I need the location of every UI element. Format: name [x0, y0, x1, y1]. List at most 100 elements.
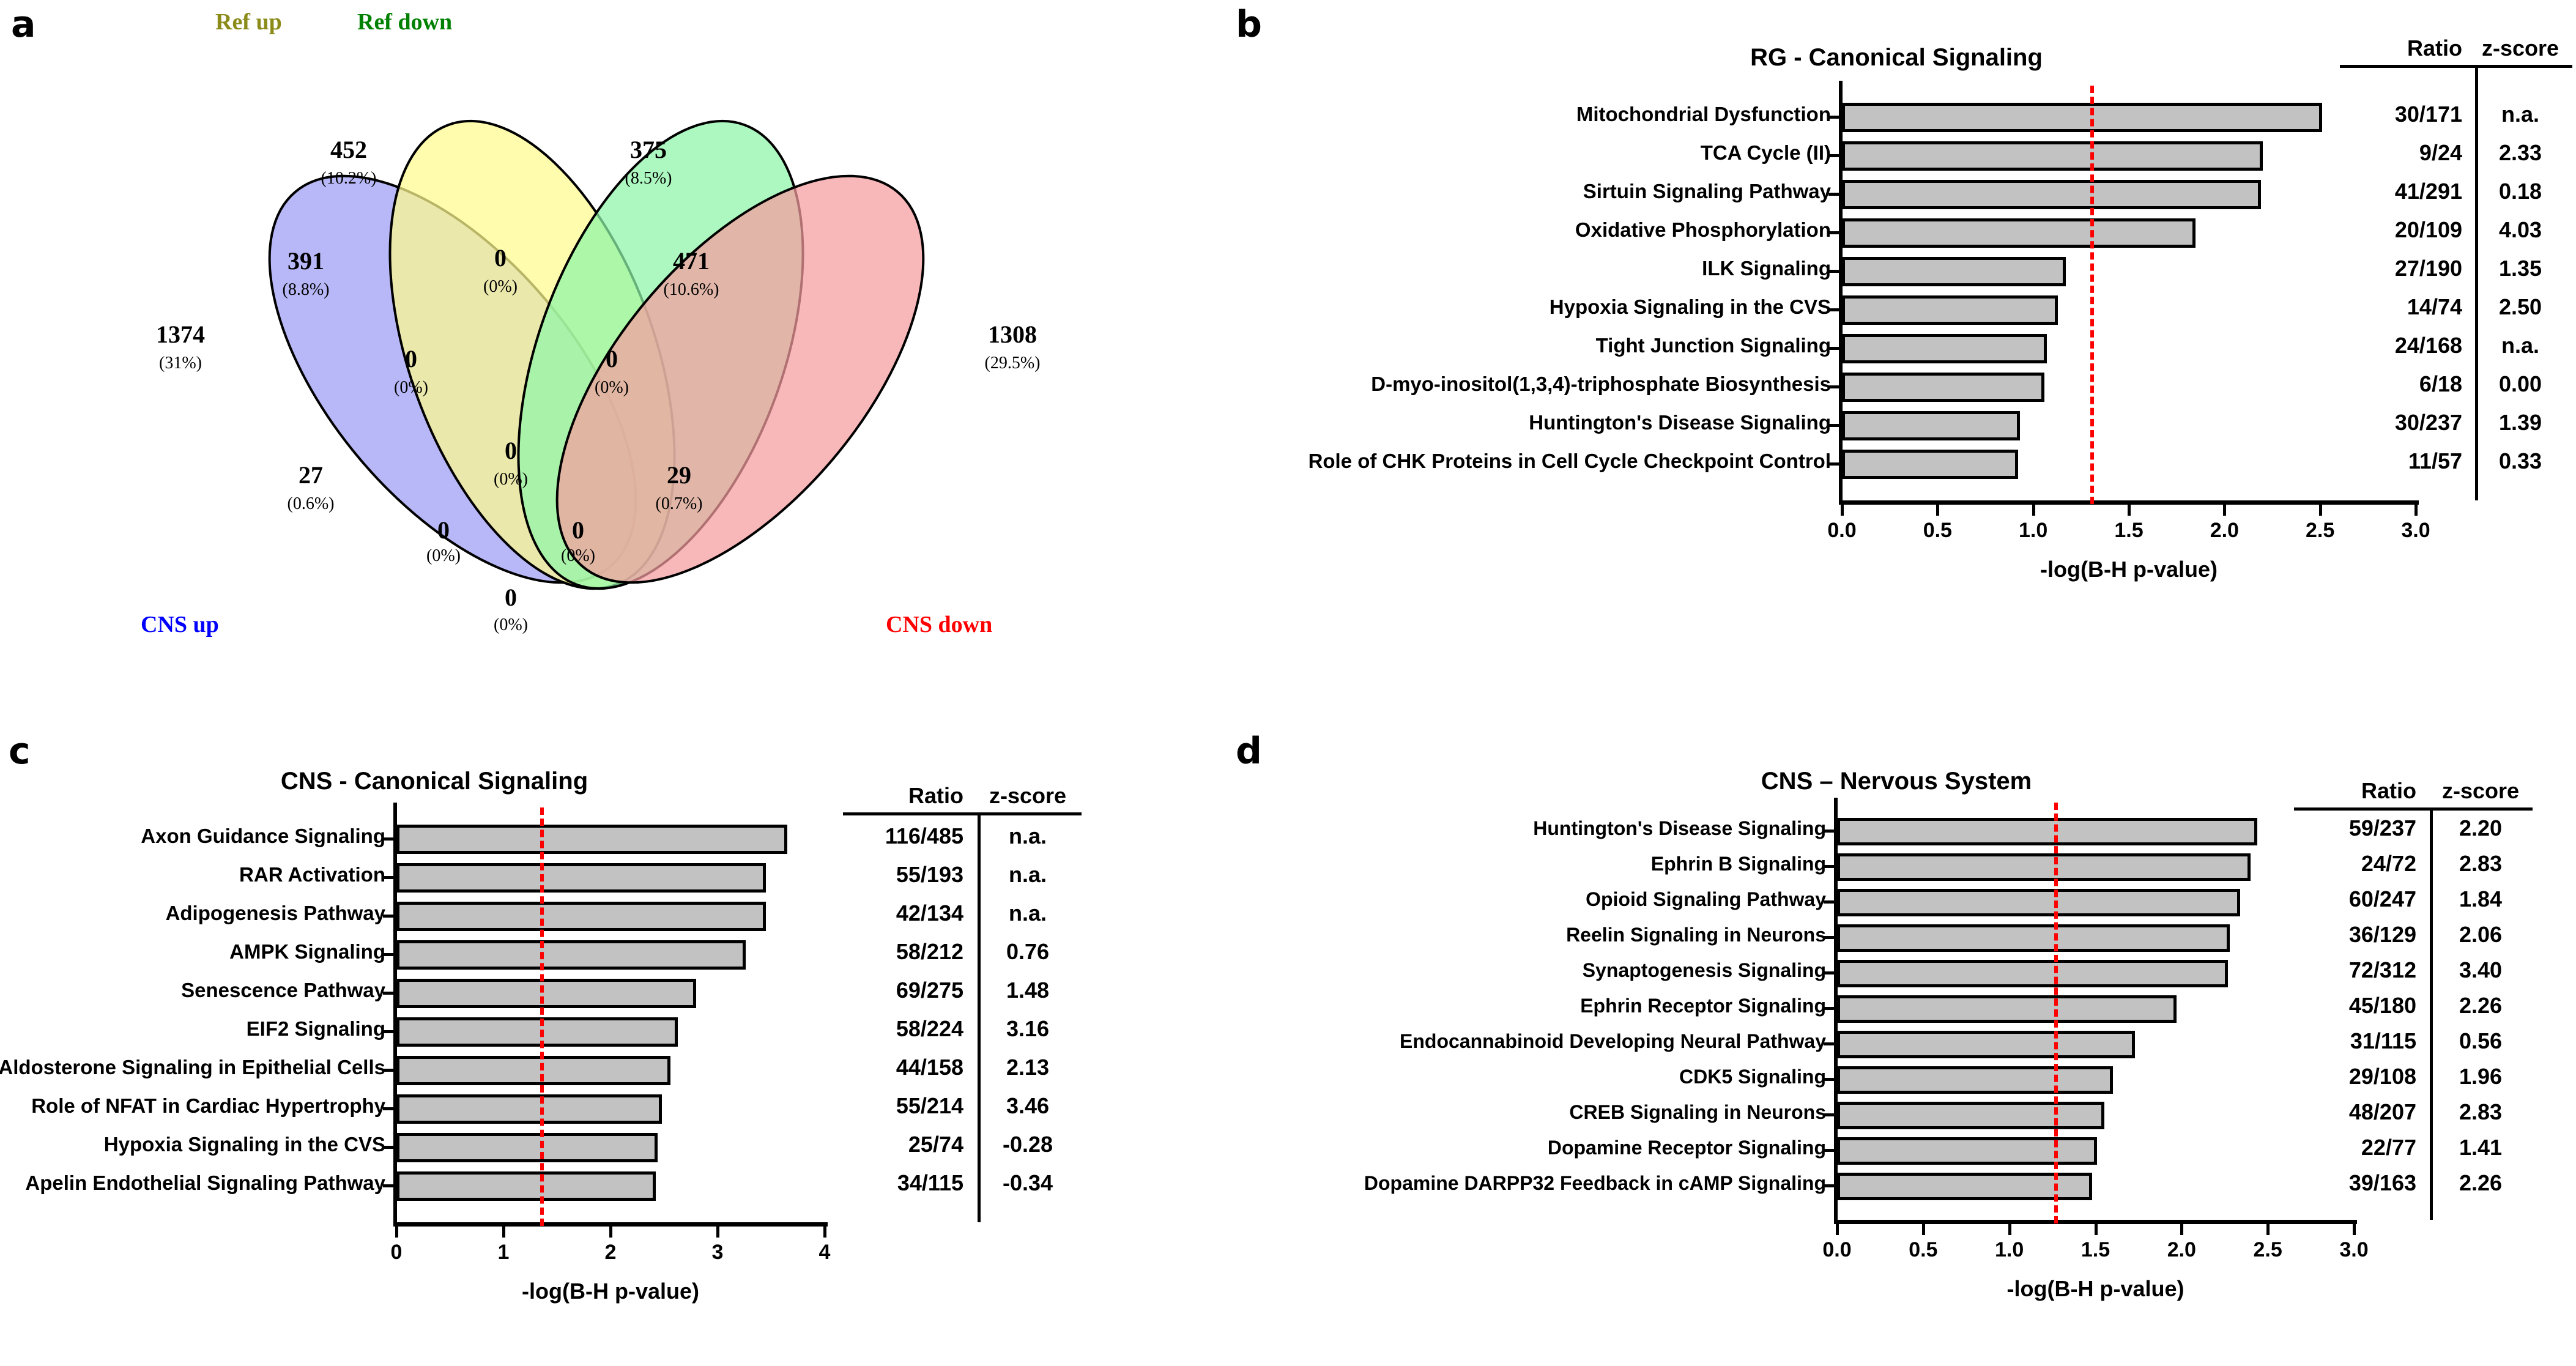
table-cell-ratio-c-5: 58/224 [896, 1015, 963, 1041]
table-cell-zscore-b-8: 1.39 [2498, 409, 2542, 435]
x-tick-label-d-4: 2.0 [2167, 1238, 2196, 1261]
svg-text:391: 391 [288, 247, 324, 275]
table-cell-zscore-d-9: 1.41 [2459, 1135, 2503, 1160]
x-tick-label-d-3: 1.5 [2080, 1238, 2110, 1261]
bar-label-c-3: AMPK Signaling [229, 940, 385, 963]
table-cell-zscore-d-1: 2.83 [2459, 851, 2503, 877]
bar-label-b-3: Oxidative Phosphorylation [1575, 218, 1831, 241]
venn-region-cns-up-only: 1374 (31%) [156, 321, 205, 373]
panel-a-venn: a 1374 (31%) 452 (10.2%) 375 (8.5%) [0, 0, 1193, 722]
bar-c-4 [396, 978, 696, 1008]
bar-d-10 [1837, 1172, 2092, 1200]
svg-text:452: 452 [330, 136, 367, 163]
bar-label-c-1: RAR Activation [239, 863, 385, 886]
bar-d-6 [1837, 1030, 2136, 1058]
bar-label-c-8: Hypoxia Signaling in the CVS [103, 1132, 385, 1156]
venn-region-cns-down-only: 1308 (29.5%) [985, 321, 1041, 373]
bar-label-c-2: Adipogenesis Pathway [165, 901, 385, 924]
table-cell-zscore-c-3: 0.76 [1006, 938, 1050, 964]
significance-threshold-line-b [2090, 86, 2095, 504]
svg-text:(31%): (31%) [159, 354, 202, 373]
bar-b-6 [1842, 333, 2047, 363]
bar-c-0 [396, 824, 787, 854]
bar-b-9 [1842, 449, 2018, 479]
table-cell-zscore-b-4: 1.35 [2498, 255, 2542, 281]
venn-region-ref-down-only: 375 (8.5%) [625, 136, 672, 188]
table-cell-ratio-c-6: 44/158 [896, 1054, 963, 1080]
table-cell-zscore-c-8: -0.28 [1002, 1131, 1053, 1157]
svg-text:(0%): (0%) [595, 378, 629, 397]
table-cell-ratio-b-2: 41/291 [2394, 178, 2462, 204]
bar-c-5 [396, 1017, 678, 1047]
table-cell-ratio-b-3: 20/109 [2394, 217, 2462, 242]
svg-text:0: 0 [494, 244, 507, 272]
y-tick-c-7 [383, 1107, 394, 1110]
table-header-zscore-b: z-score [2481, 35, 2559, 61]
bar-d-5 [1837, 995, 2177, 1023]
table-cell-zscore-c-1: n.a. [1008, 861, 1047, 887]
venn-region-ref-up-only: 452 (10.2%) [321, 136, 377, 188]
table-cell-zscore-d-7: 1.96 [2459, 1064, 2503, 1089]
venn-region-cnsup-refdown-cnsdown: 0 (0%) [426, 516, 461, 565]
bar-label-d-9: Dopamine Receptor Signaling [1547, 1136, 1826, 1159]
y-tick-d-3 [1824, 936, 1835, 939]
y-tick-b-4 [1828, 269, 1839, 273]
venn-region-refup-refdown: 0 (0%) [483, 244, 518, 296]
table-cell-ratio-d-6: 31/115 [2350, 1028, 2416, 1054]
x-axis-title-d: -log(B-H p-value) [2006, 1276, 2184, 1301]
x-tick-c-2 [609, 1227, 612, 1238]
y-tick-d-8 [1824, 1113, 1835, 1116]
bar-label-d-1: Ephrin B Signaling [1650, 852, 1826, 875]
svg-text:(0%): (0%) [426, 546, 461, 565]
svg-text:0: 0 [572, 516, 584, 544]
x-tick-label-d-6: 3.0 [2339, 1238, 2369, 1261]
svg-text:(8.8%): (8.8%) [283, 280, 330, 299]
x-tick-b-5 [2318, 505, 2322, 516]
bar-c-1 [396, 863, 766, 893]
x-tick-label-b-5: 2.5 [2306, 519, 2335, 542]
bar-c-2 [396, 901, 766, 931]
table-header-zscore-c: z-score [989, 783, 1067, 808]
table-cell-ratio-b-4: 27/190 [2394, 255, 2462, 281]
panel-c-chart: c CNS - Canonical Signaling Axon Guidanc… [0, 722, 1193, 1366]
bar-b-3 [1842, 218, 2196, 248]
bar-label-b-0: Mitochondrial Dysfunction [1576, 102, 1831, 125]
x-tick-label-d-2: 1.0 [1995, 1238, 2024, 1261]
table-cell-ratio-d-9: 22/77 [2361, 1135, 2416, 1160]
bar-b-0 [1842, 102, 2322, 132]
x-tick-label-c-2: 2 [604, 1241, 617, 1264]
table-cell-zscore-c-4: 1.48 [1006, 977, 1050, 1003]
table-cell-zscore-b-3: 4.03 [2498, 217, 2542, 242]
table-header-ratio-c: Ratio [908, 783, 963, 808]
bar-d-3 [1837, 924, 2230, 952]
y-tick-d-6 [1824, 1042, 1835, 1045]
bar-label-d-2: Opioid Signaling Pathway [1586, 888, 1826, 910]
bar-label-c-9: Apelin Endothelial Signaling Pathway [25, 1171, 385, 1194]
y-tick-c-8 [383, 1145, 394, 1149]
x-tick-b-4 [2223, 505, 2227, 516]
x-tick-label-d-1: 0.5 [1909, 1238, 1938, 1261]
x-tick-label-d-5: 2.5 [2253, 1238, 2282, 1261]
table-cell-ratio-b-0: 30/171 [2394, 101, 2462, 127]
svg-text:(0%): (0%) [494, 470, 528, 489]
table-cell-zscore-c-7: 3.46 [1006, 1093, 1050, 1118]
table-cell-zscore-b-6: n.a. [2501, 332, 2539, 358]
table-cell-zscore-d-4: 3.40 [2459, 957, 2503, 983]
table-cell-ratio-b-9: 11/57 [2408, 448, 2462, 473]
x-axis-title-c: -log(B-H p-value) [522, 1279, 699, 1304]
bar-label-b-6: Tight Junction Signaling [1595, 333, 1831, 357]
bar-d-4 [1837, 959, 2229, 987]
svg-text:1374: 1374 [156, 321, 205, 348]
svg-text:1308: 1308 [988, 321, 1037, 348]
bar-label-d-8: CREB Signaling in Neurons [1569, 1101, 1826, 1123]
y-tick-c-1 [383, 875, 394, 879]
bar-label-b-2: Sirtuin Signaling Pathway [1583, 179, 1831, 202]
panel-d-chart: d CNS – Nervous System Huntington's Dise… [1193, 722, 2576, 1366]
table-cell-ratio-d-1: 24/72 [2361, 851, 2416, 877]
x-tick-b-1 [1936, 505, 1940, 516]
table-header-ratio-d: Ratio [2361, 778, 2416, 803]
table-cell-zscore-b-0: n.a. [2501, 101, 2539, 127]
y-tick-d-1 [1824, 865, 1835, 868]
svg-text:(0.7%): (0.7%) [656, 494, 703, 513]
